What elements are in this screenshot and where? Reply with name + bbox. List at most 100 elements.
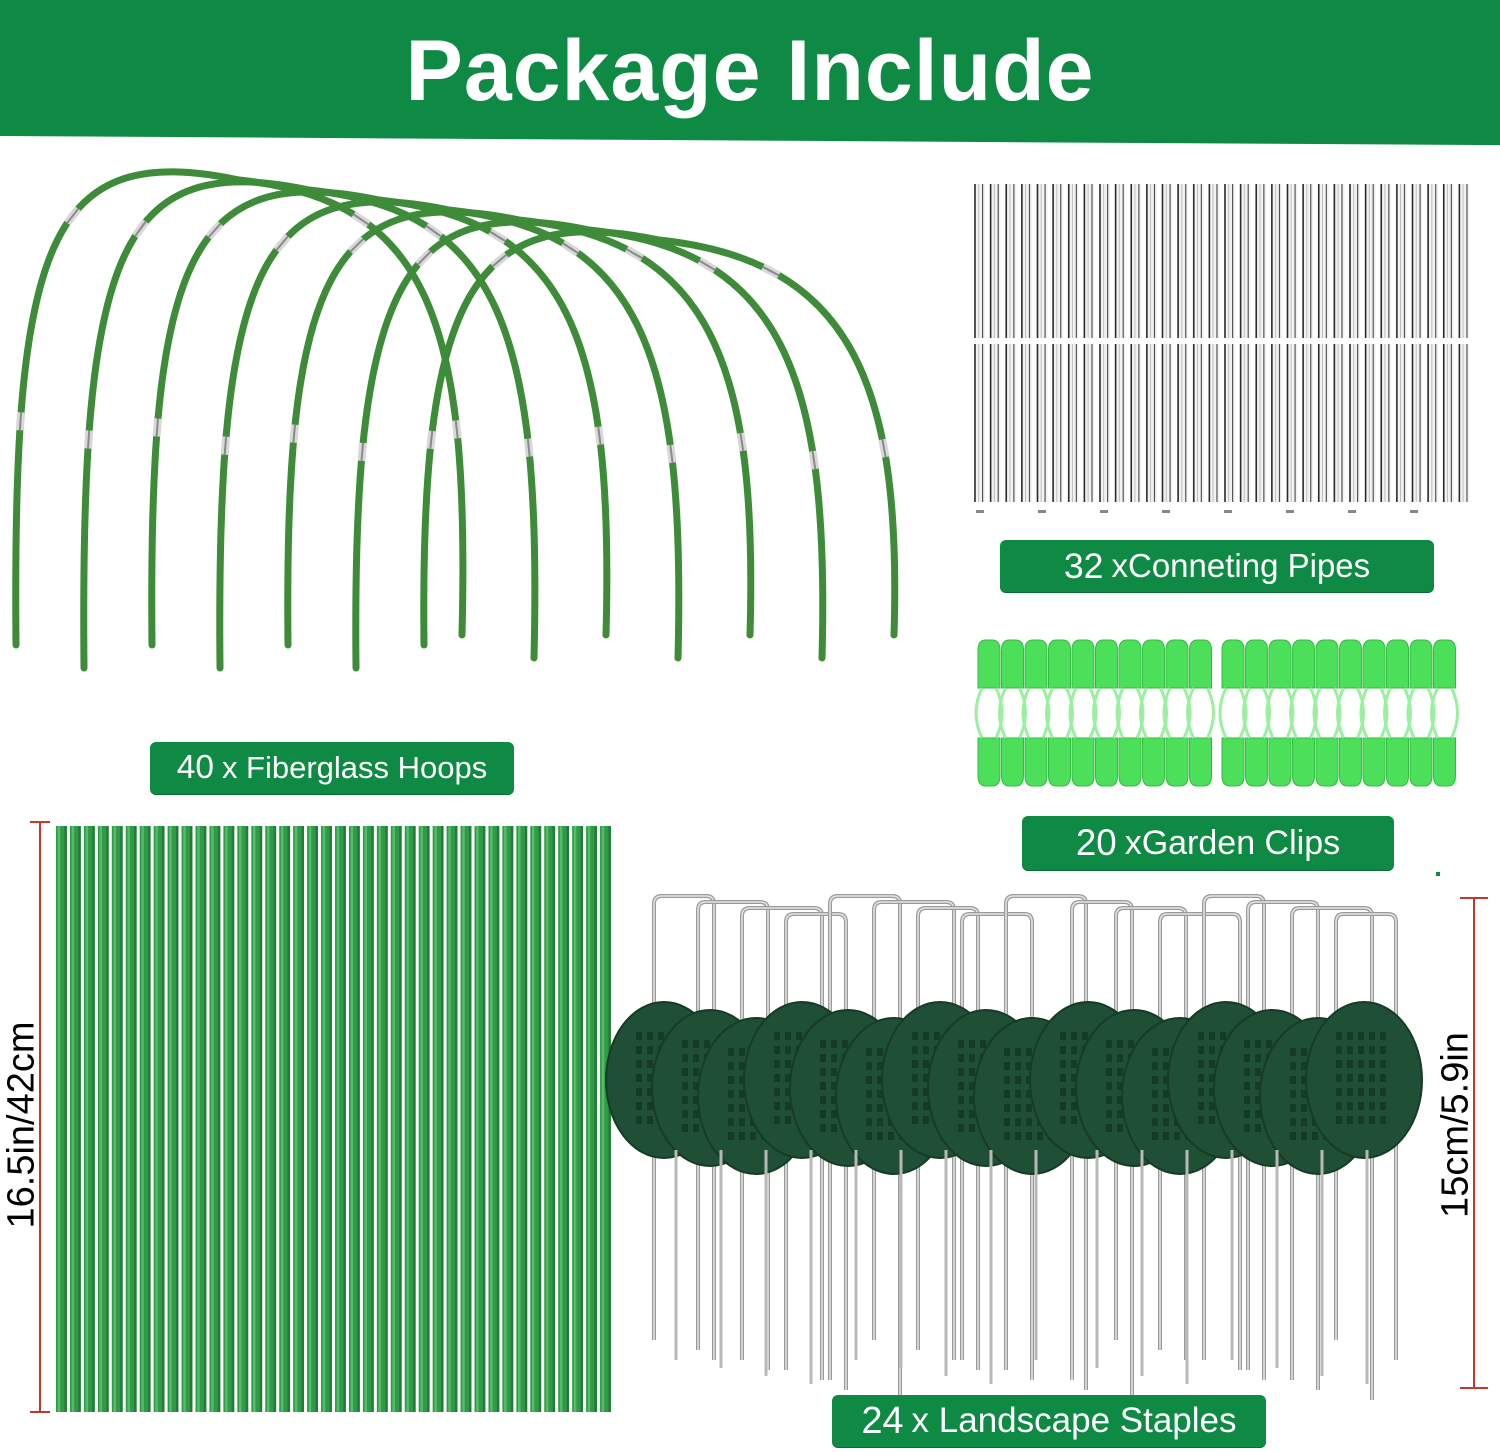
staple-washer <box>1305 1001 1423 1159</box>
pipe-end <box>1224 510 1232 513</box>
fiberglass-rod <box>586 826 597 1412</box>
connecting-pipe <box>1083 344 1095 502</box>
fiberglass-rod <box>97 826 109 1412</box>
connecting-pipe <box>1333 184 1345 338</box>
fiberglass-rod <box>321 826 332 1412</box>
fiberglass-rod <box>125 826 137 1412</box>
connecting-pipe <box>1427 344 1439 502</box>
connecting-pipe <box>1192 184 1204 338</box>
rod-length-label: 16.5in/42cm <box>0 1021 43 1229</box>
hoops-label: 40 x Fiberglass Hoops <box>150 742 514 794</box>
connecting-pipe <box>1130 184 1142 338</box>
garden-clip <box>1430 639 1459 787</box>
garden-clip <box>1383 639 1412 787</box>
garden-clip <box>998 639 1027 787</box>
fiberglass-rod <box>446 826 458 1412</box>
fiberglass-rod <box>404 826 416 1412</box>
connecting-pipe <box>1286 184 1298 338</box>
connecting-pipe <box>1317 344 1329 502</box>
connecting-pipe <box>1192 344 1204 502</box>
page-title: Package Include <box>405 23 1095 119</box>
connecting-pipe <box>989 344 1001 502</box>
staples-count: 24 <box>861 1399 904 1442</box>
connecting-pipe <box>1239 344 1251 502</box>
garden-clip <box>1359 639 1389 787</box>
pipe-end <box>1162 510 1170 513</box>
pipe-end <box>1286 510 1294 513</box>
garden-clip <box>1115 639 1145 787</box>
fiberglass-rods-illustration <box>56 826 611 1412</box>
connecting-pipe <box>1005 184 1017 338</box>
fiberglass-rod <box>293 826 305 1412</box>
connecting-pipe <box>1208 184 1220 338</box>
connecting-pipe <box>1052 184 1064 338</box>
connecting-pipe <box>1349 184 1360 338</box>
connecting-pipe <box>1020 344 1032 502</box>
fiberglass-rod <box>69 826 81 1412</box>
landscape-staple <box>784 912 848 1390</box>
hoops-text: x Fiberglass Hoops <box>221 750 488 785</box>
connecting-pipes-illustration <box>974 184 1470 513</box>
fiberglass-rod <box>348 826 360 1412</box>
connecting-pipe <box>1208 344 1220 502</box>
fiberglass-rod <box>432 826 444 1412</box>
fiberglass-rod <box>544 826 556 1412</box>
fiberglass-rod <box>153 826 165 1412</box>
pipe-end <box>976 510 984 513</box>
fiberglass-rod <box>530 826 542 1412</box>
fiberglass-rod <box>251 826 263 1412</box>
landscape-staple <box>1334 912 1398 1360</box>
clips-text: xGarden Clips <box>1124 823 1341 862</box>
fiberglass-rod <box>488 826 500 1412</box>
connecting-pipe <box>1302 184 1314 338</box>
fiberglass-rod <box>223 826 235 1412</box>
garden-clip <box>1162 639 1192 787</box>
connecting-pipe <box>1286 344 1298 502</box>
connecting-pipe <box>1395 344 1407 502</box>
fiberglass-rod <box>83 826 95 1412</box>
garden-clip <box>974 639 1004 787</box>
clips-count: 20 <box>1075 822 1117 863</box>
connecting-pipe <box>1099 184 1110 338</box>
fiberglass-hoops-illustration <box>12 168 899 672</box>
connecting-pipe <box>1333 344 1345 502</box>
fiberglass-rod <box>139 826 151 1412</box>
pipe-end <box>1410 510 1418 513</box>
connecting-pipe <box>1380 344 1392 502</box>
connecting-pipe <box>1442 184 1454 338</box>
staples-text: x Landscape Staples <box>911 1401 1237 1440</box>
fiberglass-rod <box>111 826 123 1412</box>
fiberglass-rod <box>167 826 179 1412</box>
connecting-pipe <box>1239 184 1251 338</box>
connecting-pipe <box>1145 344 1157 502</box>
connecting-pipe <box>1052 344 1064 502</box>
fiberglass-rod <box>237 826 249 1412</box>
fiberglass-rod <box>181 826 193 1412</box>
connecting-pipe <box>1036 184 1048 338</box>
connecting-pipe <box>1458 184 1470 338</box>
connecting-pipe <box>1099 344 1110 502</box>
fiberglass-rod <box>474 826 486 1412</box>
connecting-pipe <box>1364 344 1376 502</box>
fiberglass-rod <box>418 826 430 1412</box>
pipes-count: 32 <box>1063 545 1104 586</box>
connecting-pipe <box>1458 344 1470 502</box>
connecting-pipe <box>1177 344 1189 502</box>
staples-label: 24 x Landscape Staples <box>832 1395 1266 1447</box>
connecting-pipe <box>1442 344 1454 502</box>
garden-clip <box>1218 639 1248 787</box>
connecting-pipe <box>1317 184 1329 338</box>
connecting-pipe <box>1411 344 1423 502</box>
fiberglass-rod <box>362 826 374 1412</box>
connecting-pipe <box>1067 184 1079 338</box>
connecting-pipe <box>1395 184 1407 338</box>
garden-clip <box>1068 639 1098 787</box>
landscape-staple <box>1158 912 1242 1370</box>
garden-clips-illustration <box>974 639 1459 787</box>
connecting-pipe <box>1036 344 1048 502</box>
staple-length-label: 15cm/5.9in <box>1434 1032 1477 1218</box>
connecting-pipe <box>1224 344 1235 502</box>
fiberglass-rod <box>56 826 67 1412</box>
connecting-pipe <box>1130 344 1142 502</box>
